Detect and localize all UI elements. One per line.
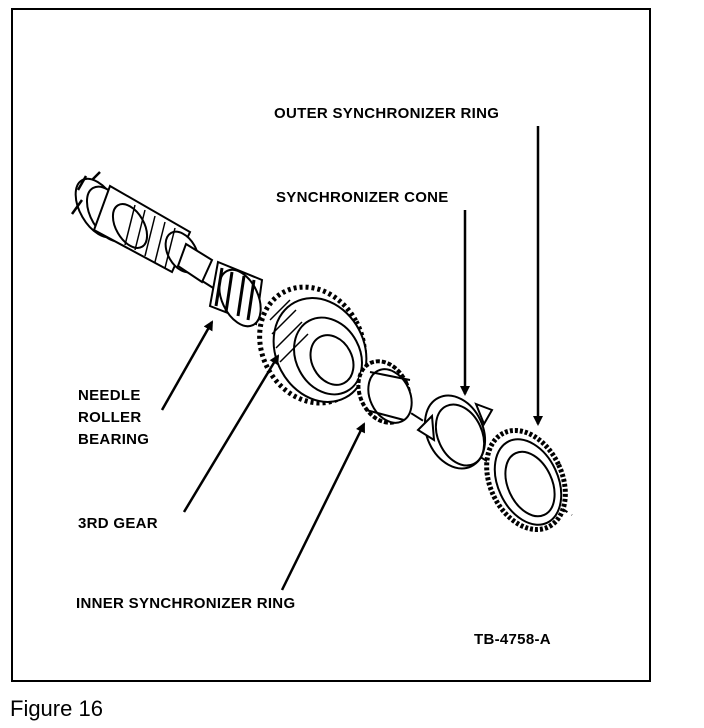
inner-ring-arrow	[280, 422, 366, 591]
label-synchronizer-cone: SYNCHRONIZER CONE	[276, 189, 449, 206]
label-needle-line2: ROLLER	[78, 409, 142, 426]
figure-caption: Figure 16	[10, 696, 103, 721]
label-outer-synchronizer-ring: OUTER SYNCHRONIZER RING	[274, 105, 500, 122]
diagram-frame	[11, 8, 651, 682]
label-needle-line1: NEEDLE	[78, 387, 141, 404]
reference-code: TB-4758-A	[474, 631, 551, 648]
needle-bearing-arrow	[160, 320, 214, 411]
inner-synchronizer-ring	[356, 359, 413, 425]
needle-roller-bearing	[208, 260, 264, 328]
label-needle-line3: BEARING	[78, 431, 150, 448]
synchronizer-cone	[416, 394, 494, 470]
outer-synchronizer-ring	[484, 427, 568, 533]
label-inner-synchronizer-ring: INNER SYNCHRONIZER RING	[76, 595, 296, 612]
mainshaft	[70, 171, 214, 284]
label-third-gear: 3RD GEAR	[78, 515, 158, 532]
third-gear	[257, 284, 368, 406]
leader-arrows	[160, 126, 543, 591]
gear-arrow	[182, 354, 280, 513]
